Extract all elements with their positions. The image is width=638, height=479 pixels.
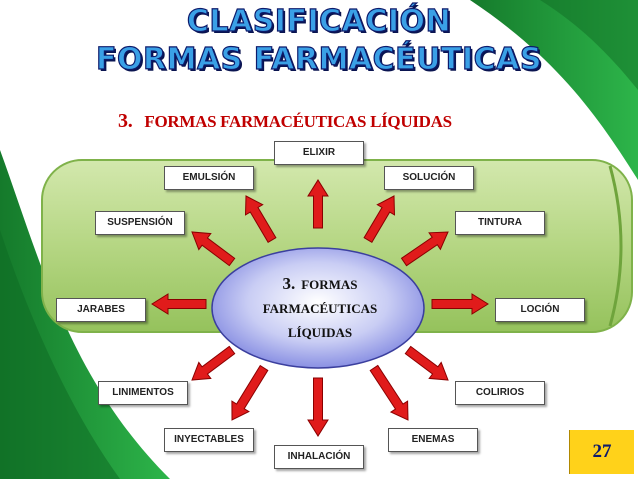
title-line-2: FORMAS FARMACÉUTICAS (95, 41, 542, 77)
arrow-to-linimentos-icon (191, 345, 236, 381)
arrow-to-solucion-icon (363, 195, 396, 243)
box-inyectables: INYECTABLES (164, 428, 254, 452)
arrow-to-inhalacion-icon (307, 377, 329, 437)
arrow-to-colirios-icon (404, 345, 449, 381)
box-inhalacion: INHALACIÓN (274, 445, 364, 469)
center-line-2: FARMACÉUTICAS (262, 301, 378, 316)
title-line-1: CLASIFICACIÓN (186, 3, 452, 39)
box-locion: LOCIÓN (495, 298, 585, 322)
box-enemas: ENEMAS (388, 428, 478, 452)
arrow-to-jarabes-icon (151, 293, 207, 315)
arrows-group (151, 179, 489, 437)
arrow-to-emulsion-icon (244, 195, 277, 243)
green-swoosh-right (470, 0, 638, 180)
subtitle-number: 3. (118, 110, 133, 132)
arrow-to-locion-icon (431, 293, 489, 315)
subtitle: 3. FORMAS FARMACÉUTICAS LÍQUIDAS (118, 110, 452, 133)
page-number: 27 (569, 430, 634, 474)
box-tintura: TINTURA (455, 211, 545, 235)
box-solucion: SOLUCIÓN (384, 166, 474, 190)
subtitle-text: FORMAS FARMACÉUTICAS LÍQUIDAS (144, 112, 452, 131)
arrow-to-inyectables-icon (231, 364, 269, 421)
arrow-to-elixir-icon (307, 179, 329, 229)
box-suspension: SUSPENSIÓN (95, 211, 185, 235)
arrow-to-enemas-icon (369, 364, 409, 421)
center-label: 3. FORMAS FARMACÉUTICAS LÍQUIDAS (220, 272, 420, 345)
center-line-3: LÍQUIDAS (287, 325, 353, 340)
center-ellipse (211, 247, 425, 369)
box-linimentos: LINIMENTOS (98, 381, 188, 405)
arrow-to-tintura-icon (400, 231, 449, 267)
box-elixir: ELIXIR (274, 141, 364, 165)
box-emulsion: EMULSIÓN (164, 166, 254, 190)
center-line-1: FORMAS (301, 277, 358, 292)
center-number: 3. (282, 274, 296, 293)
arrow-to-suspension-icon (191, 231, 236, 267)
box-jarabes: JARABES (56, 298, 146, 322)
box-colirios: COLIRIOS (455, 381, 545, 405)
